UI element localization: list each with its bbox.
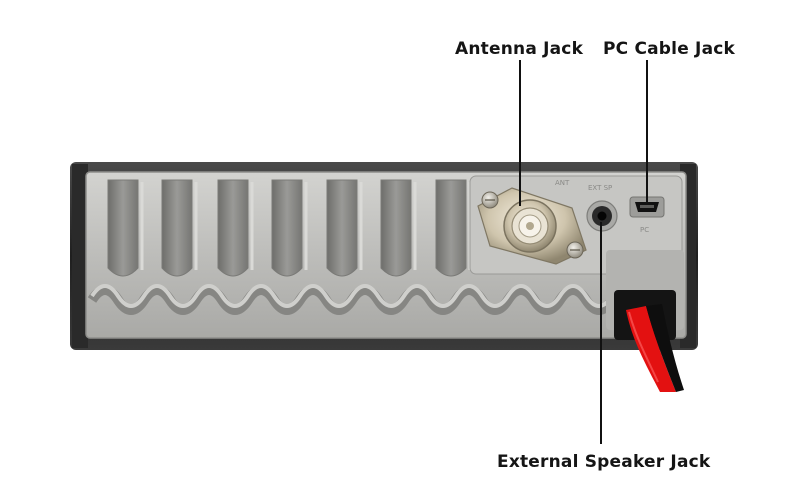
heatsink-slot xyxy=(107,179,139,277)
heatsink-slot xyxy=(271,179,303,277)
heatsink-ridge-highlight xyxy=(90,284,614,308)
heatsink-slot xyxy=(380,179,412,277)
heatsink-ridge-shadow xyxy=(87,285,617,315)
antenna-jack xyxy=(477,187,587,265)
heatsink-fins xyxy=(107,179,472,277)
heatsink-slot xyxy=(217,179,249,277)
callout-leader-lines xyxy=(519,60,648,444)
heatsink-slot xyxy=(435,179,467,277)
heatsink-slot xyxy=(326,179,358,277)
heatsink-slot xyxy=(161,179,193,277)
power-cable xyxy=(606,250,684,392)
external-speaker-jack xyxy=(586,200,618,232)
external-speaker-jack-label: External Speaker Jack xyxy=(497,452,711,472)
ant-panel-mark: ANT xyxy=(555,179,570,187)
ext-sp-panel-mark: EXT SP xyxy=(588,184,612,192)
pc-panel-mark: PC xyxy=(640,226,649,234)
pc-cable-jack-label: PC Cable Jack xyxy=(603,39,736,59)
heatsink-bottom-ridges xyxy=(87,284,617,315)
antenna-jack-label: Antenna Jack xyxy=(455,39,584,59)
pc-cable-jack xyxy=(629,196,665,218)
